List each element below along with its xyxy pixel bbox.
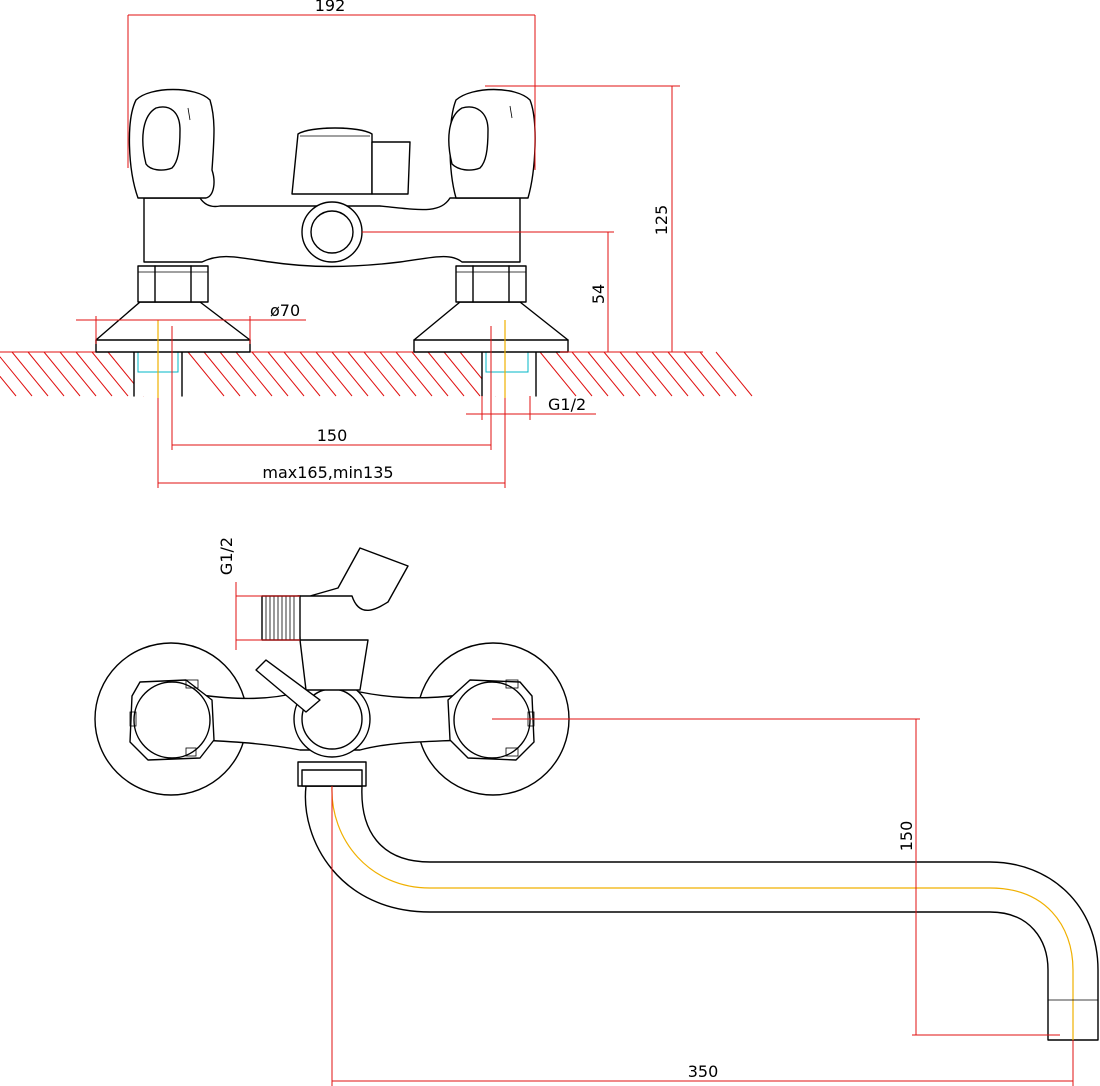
- hatch-line: [667, 351, 705, 397]
- hatch-line: [715, 351, 753, 397]
- wall-section: [0, 351, 753, 397]
- hatch-line: [619, 351, 657, 397]
- hatch-line: [203, 351, 241, 397]
- left-handle-top: [129, 679, 215, 761]
- dim-125-label: 125: [652, 205, 671, 236]
- dimension-150-front: 150: [171, 326, 492, 450]
- hatch-line: [187, 351, 225, 397]
- hatch-line: [283, 351, 321, 397]
- hatch-line: [219, 351, 257, 397]
- dimension-150-top: 150: [492, 718, 1060, 1036]
- hatch-line: [379, 351, 417, 397]
- hatch-line: [603, 351, 641, 397]
- dimension-g12-top: G1/2: [217, 537, 300, 650]
- dimension-g12-front: G1/2: [466, 395, 596, 420]
- hatch-line: [347, 351, 385, 397]
- diverter-lever: [291, 127, 411, 195]
- hatch-line: [443, 351, 481, 397]
- hatch-line: [91, 351, 129, 397]
- hatch-line: [251, 351, 289, 397]
- hatch-line: [0, 375, 17, 397]
- hatch-line: [59, 351, 97, 397]
- hatch-line: [427, 351, 465, 397]
- spout: [304, 785, 1099, 1041]
- top-view: G1/2 150 350: [94, 537, 1099, 1086]
- hatch-line: [699, 351, 737, 397]
- hatch-line: [235, 351, 273, 397]
- hatch-line: [299, 351, 337, 397]
- hatch-line: [555, 351, 593, 397]
- dimension-diameter-70: ø70: [76, 301, 306, 344]
- mixer-body: [143, 197, 521, 268]
- dim-192-label: 192: [315, 0, 346, 15]
- spout-nut: [297, 761, 367, 787]
- hatch-line: [75, 351, 113, 397]
- hatch-line: [587, 351, 625, 397]
- hatch-line: [363, 351, 401, 397]
- top-body: [199, 680, 463, 758]
- right-handle-top: [447, 679, 535, 761]
- dim-350-label: 350: [688, 1062, 719, 1081]
- hatch-line: [651, 351, 689, 397]
- hatch-line: [11, 351, 49, 397]
- hatch-line: [331, 351, 369, 397]
- hatch-line: [635, 351, 673, 397]
- thread-lines: [265, 596, 295, 640]
- dim-150-front-label: 150: [317, 426, 348, 445]
- hatch-line: [315, 351, 353, 397]
- right-handle: [448, 88, 536, 199]
- dim-g12-top-label: G1/2: [217, 537, 236, 575]
- dimension-192: 192: [127, 0, 536, 170]
- hatch-line: [683, 351, 721, 397]
- hatch-line: [395, 351, 433, 397]
- dim-range-label: max165,min135: [262, 463, 393, 482]
- dim-150-top-label: 150: [897, 821, 916, 852]
- dimension-125: 125: [485, 85, 680, 353]
- top-diverter: [255, 547, 409, 713]
- dim-g12-front-label: G1/2: [548, 395, 586, 414]
- dimension-range: max165,min135: [157, 398, 506, 488]
- g12-thread: [261, 595, 301, 641]
- hatch-line: [27, 351, 65, 397]
- hatch-line: [267, 351, 305, 397]
- hatch-line: [43, 351, 81, 397]
- hatch-line: [539, 351, 577, 397]
- wall-hatching: [0, 351, 753, 397]
- dimension-54: 54: [362, 231, 614, 352]
- hatch-line: [0, 356, 33, 397]
- hatch-line: [571, 351, 609, 397]
- left-flange: [95, 301, 251, 353]
- dim-54-label: 54: [589, 284, 608, 304]
- front-view: 192 125 54 ø70 G1/2: [0, 0, 753, 488]
- right-hex-nut: [455, 265, 527, 303]
- left-handle: [128, 88, 215, 199]
- dimension-350: 350: [331, 786, 1074, 1086]
- hatch-line: [411, 351, 449, 397]
- inlet-pipes: [133, 351, 537, 397]
- dim-dia70-label: ø70: [270, 301, 300, 320]
- left-hex-nut: [137, 265, 209, 303]
